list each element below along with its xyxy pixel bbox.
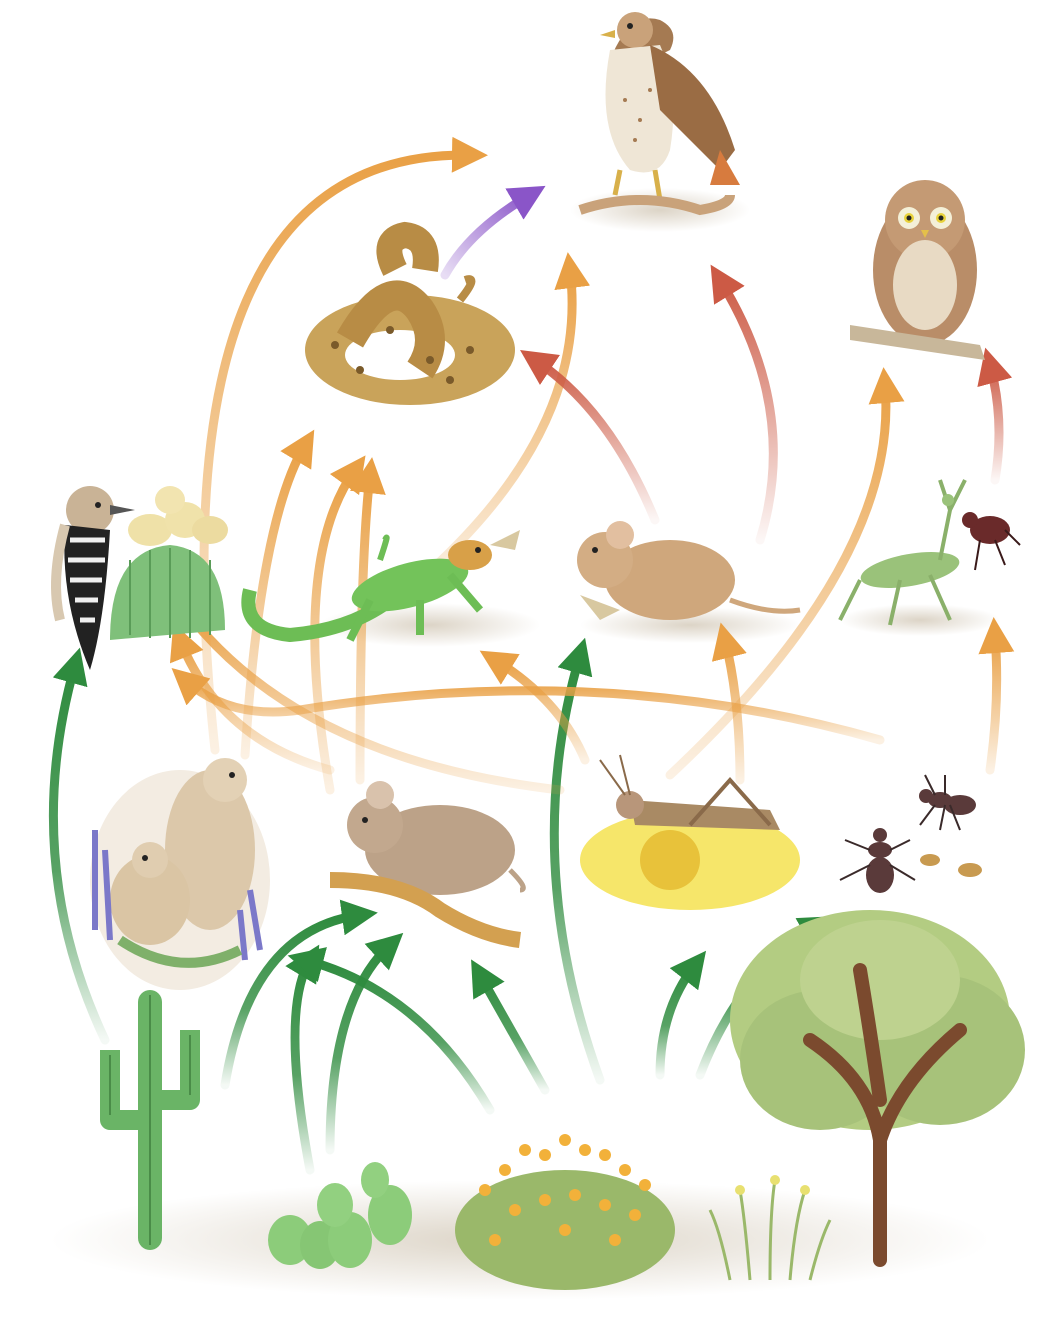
arrow-rattlesnake-to-hawk [990, 365, 999, 480]
desert-ground [50, 188, 1000, 1300]
arrow-snake-to-consumer [445, 195, 530, 275]
brittlebush-icon [455, 1134, 675, 1290]
arrow-lizard-to-hawk [990, 635, 997, 770]
arrow-mouse-to-hawk [535, 360, 655, 520]
arrow-prickly-pear-to-kangaroo-rat [295, 960, 310, 1170]
arrow-ants-to-mantis [185, 680, 880, 740]
ant-icon [840, 775, 982, 893]
ground-squirrel-icon [90, 758, 270, 990]
arrow-mantis-to-owl [720, 280, 773, 540]
mouse-icon [577, 521, 800, 620]
hawk-icon [580, 12, 740, 210]
owl-icon [850, 180, 985, 360]
grasshopper-icon [580, 755, 800, 910]
arrow-grass-to-grasshopper [660, 965, 695, 1075]
arrow-brittlebush-to-kangaroo-rat [480, 975, 545, 1090]
rattlesnake-icon [305, 235, 515, 405]
